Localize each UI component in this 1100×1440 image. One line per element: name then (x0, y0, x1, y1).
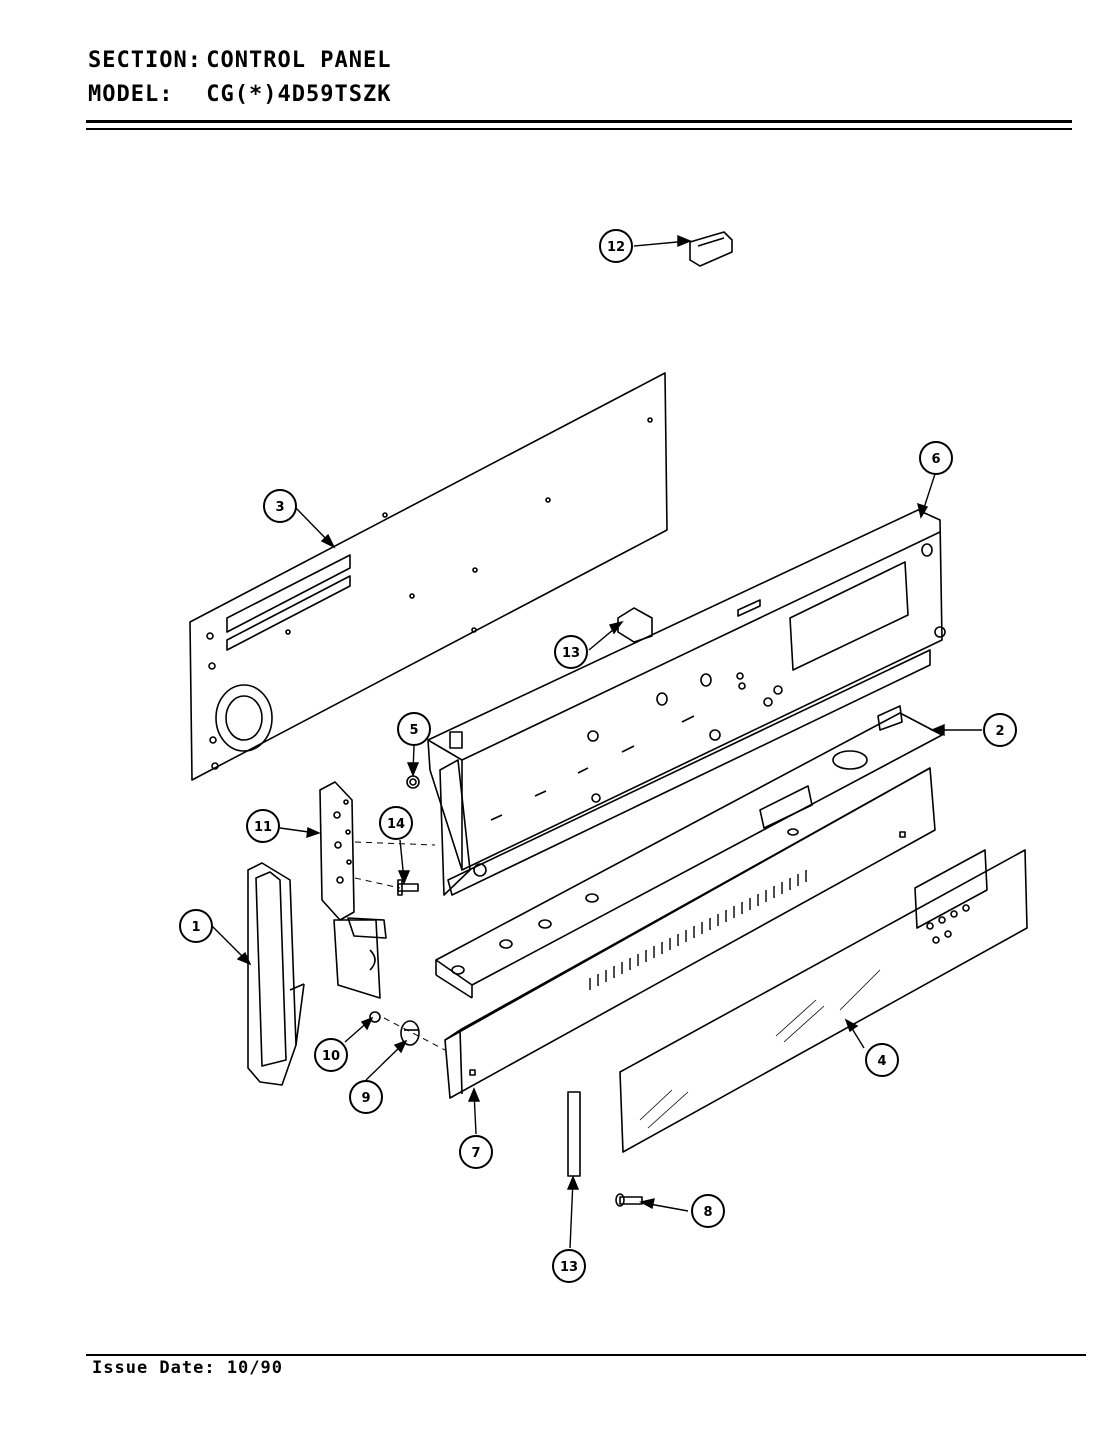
part-switch-13-upper (617, 607, 653, 643)
svg-text:13: 13 (562, 646, 580, 661)
svg-text:7: 7 (471, 1146, 480, 1161)
part-end-cap (247, 862, 305, 1086)
part-screw-8 (615, 1193, 643, 1207)
part-nut-5 (406, 775, 420, 789)
svg-text:10: 10 (322, 1049, 340, 1064)
issue-date: Issue Date: 10/90 (92, 1358, 283, 1378)
model-label: MODEL: (88, 82, 174, 107)
section-label: SECTION: (88, 48, 202, 73)
callout-2: 2 (983, 713, 1017, 747)
callout-4: 4 (865, 1043, 899, 1077)
svg-text:2: 2 (995, 724, 1004, 739)
svg-text:8: 8 (703, 1205, 712, 1220)
callout-6: 6 (919, 441, 953, 475)
part-support-bracket (435, 705, 943, 999)
callout-12: 12 (599, 229, 633, 263)
svg-text:6: 6 (931, 452, 940, 467)
svg-text:12: 12 (607, 240, 625, 255)
part-vented-trim (444, 767, 936, 1099)
callout-13-lower: 13 (552, 1249, 586, 1283)
callout-3: 3 (263, 489, 297, 523)
callout-11: 11 (246, 809, 280, 843)
callout-1: 1 (179, 909, 213, 943)
vent-slots (589, 870, 807, 990)
part-back-panel (189, 372, 668, 781)
callout-8: 8 (691, 1194, 725, 1228)
svg-text:4: 4 (877, 1054, 886, 1069)
svg-text:1: 1 (191, 920, 200, 935)
part-washer-10 (369, 1011, 381, 1023)
svg-text:14: 14 (387, 817, 405, 832)
callout-9: 9 (349, 1080, 383, 1114)
part-screw-14 (397, 879, 419, 896)
callout-13-upper: 13 (554, 635, 588, 669)
part-side-bracket (319, 781, 387, 999)
svg-text:13: 13 (560, 1260, 578, 1275)
model-header: MODEL: CG(*)4D59TSZK (88, 82, 391, 107)
footer-rule (86, 1354, 1086, 1356)
section-value: CONTROL PANEL (206, 48, 392, 73)
svg-text:3: 3 (275, 500, 284, 515)
header-rule-thin (86, 128, 1072, 130)
callouts: 3 12 6 13 2 5 11 14 1 10 9 7 4 8 13 (179, 229, 1017, 1283)
part-glass-panel (619, 849, 1028, 1153)
part-control-frame (427, 509, 946, 896)
header-rule-thick (86, 120, 1072, 123)
svg-text:11: 11 (254, 820, 272, 835)
section-header: SECTION: CONTROL PANEL (88, 48, 391, 73)
svg-text:9: 9 (361, 1091, 370, 1106)
callout-14: 14 (379, 806, 413, 840)
model-value: CG(*)4D59TSZK (206, 82, 392, 107)
callout-7: 7 (459, 1135, 493, 1169)
callout-10: 10 (314, 1038, 348, 1072)
svg-text:5: 5 (409, 723, 418, 738)
part-strip-13-lower (567, 1091, 581, 1177)
callout-5: 5 (397, 712, 431, 746)
leader-arrows (211, 234, 982, 1249)
part-plug-12 (689, 231, 733, 267)
